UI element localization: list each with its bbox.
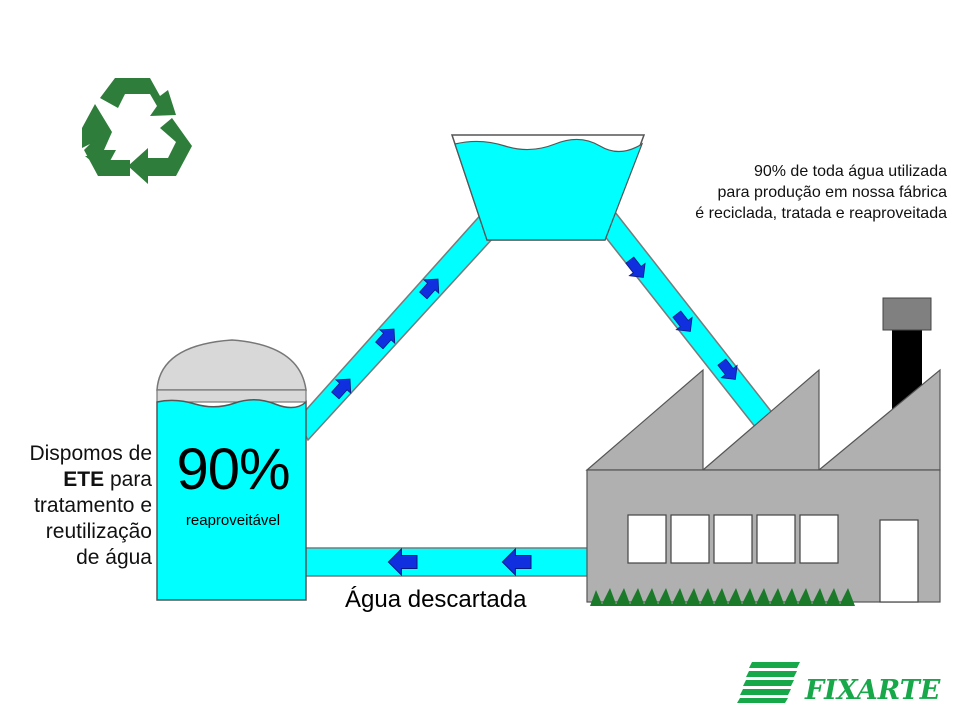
ete-description: Dispomos de ETE para tratamento e reutil… <box>0 441 152 571</box>
fixarte-logo-icon <box>737 662 800 703</box>
recycling-note: 90% de toda água utilizada para produção… <box>695 161 947 224</box>
flow-arrows-down <box>621 253 744 387</box>
tank-label: reaproveitável <box>185 512 281 529</box>
flow-arrows-up <box>327 271 446 403</box>
ete-line-2: ETE para <box>0 467 152 493</box>
discard-label: Água descartada <box>345 586 527 613</box>
ete-line-5: de água <box>76 546 152 569</box>
ete-line-1: Dispomos de <box>29 442 152 465</box>
tank-percent: 90% <box>176 437 290 502</box>
ete-bold: ETE <box>63 468 105 491</box>
factory-building <box>585 297 941 606</box>
ete-line-4: reutilização <box>45 520 152 543</box>
pipe-return <box>299 547 596 577</box>
ete-line-3: tratamento e <box>34 494 152 517</box>
ete-tank <box>156 339 307 601</box>
recycle-icon <box>82 78 192 184</box>
ete-line-2-rest: para <box>104 468 152 491</box>
brand-name: FIXARTE <box>805 675 941 706</box>
note-line-3: é reciclada, tratada e reaproveitada <box>695 205 947 222</box>
pipe-up <box>296 208 507 442</box>
note-line-2: para produção em nossa fábrica <box>717 184 947 201</box>
funnel-reservoir <box>450 134 646 241</box>
note-line-1: 90% de toda água utilizada <box>753 163 947 180</box>
